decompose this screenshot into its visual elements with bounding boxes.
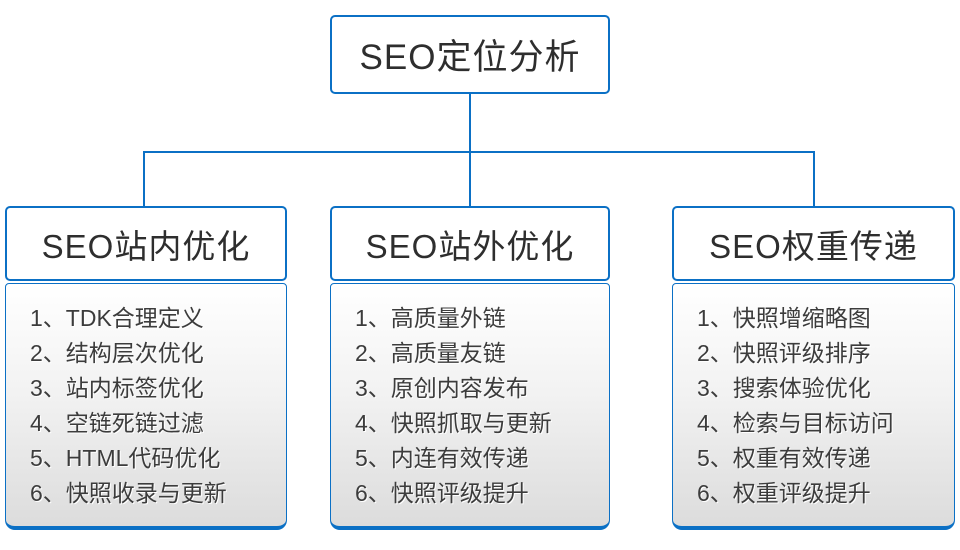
root-node-label: SEO定位分析 bbox=[359, 38, 581, 77]
list-item: 3、搜索体验优化 bbox=[697, 375, 871, 401]
branch-header-offsite: SEO站外优化 bbox=[330, 206, 610, 281]
list-item: 1、快照增缩略图 bbox=[697, 305, 871, 331]
list-item: 2、快照评级排序 bbox=[697, 340, 871, 366]
connector-drop-center bbox=[469, 151, 471, 206]
item-list: 1、快照增缩略图 2、快照评级排序 3、搜索体验优化 4、检索与目标访问 5、权… bbox=[697, 301, 944, 511]
list-item: 4、快照抓取与更新 bbox=[355, 410, 552, 436]
branch-list-offsite: 1、高质量外链 2、高质量友链 3、原创内容发布 4、快照抓取与更新 5、内连有… bbox=[330, 283, 610, 530]
branch-list-onsite: 1、TDK合理定义 2、结构层次优化 3、站内标签优化 4、空链死链过滤 5、H… bbox=[5, 283, 287, 530]
list-item: 5、HTML代码优化 bbox=[30, 445, 221, 471]
item-list: 1、高质量外链 2、高质量友链 3、原创内容发布 4、快照抓取与更新 5、内连有… bbox=[355, 301, 599, 511]
list-item: 6、快照收录与更新 bbox=[30, 480, 227, 506]
list-item: 2、高质量友链 bbox=[355, 340, 506, 366]
root-node-seo-positioning: SEO定位分析 bbox=[330, 15, 610, 94]
branch-header-label: SEO站内优化 bbox=[41, 227, 251, 265]
branch-header-label: SEO权重传递 bbox=[709, 227, 918, 265]
list-item: 5、内连有效传递 bbox=[355, 445, 529, 471]
branch-list-weight-transfer: 1、快照增缩略图 2、快照评级排序 3、搜索体验优化 4、检索与目标访问 5、权… bbox=[672, 283, 955, 530]
list-item: 3、站内标签优化 bbox=[30, 375, 204, 401]
connector-horizontal-bar bbox=[143, 151, 815, 153]
item-list: 1、TDK合理定义 2、结构层次优化 3、站内标签优化 4、空链死链过滤 5、H… bbox=[30, 301, 276, 511]
list-item: 6、权重评级提升 bbox=[697, 480, 871, 506]
list-item: 4、检索与目标访问 bbox=[697, 410, 894, 436]
connector-root-stem bbox=[469, 94, 471, 152]
list-item: 5、权重有效传递 bbox=[697, 445, 871, 471]
branch-header-label: SEO站外优化 bbox=[365, 227, 575, 265]
list-item: 4、空链死链过滤 bbox=[30, 410, 204, 436]
list-item: 2、结构层次优化 bbox=[30, 340, 204, 366]
branch-header-weight-transfer: SEO权重传递 bbox=[672, 206, 955, 281]
connector-drop-right bbox=[813, 151, 815, 206]
connector-drop-left bbox=[143, 151, 145, 206]
list-item: 3、原创内容发布 bbox=[355, 375, 529, 401]
list-item: 1、TDK合理定义 bbox=[30, 305, 204, 331]
branch-header-onsite: SEO站内优化 bbox=[5, 206, 287, 281]
list-item: 1、高质量外链 bbox=[355, 305, 506, 331]
list-item: 6、快照评级提升 bbox=[355, 480, 529, 506]
